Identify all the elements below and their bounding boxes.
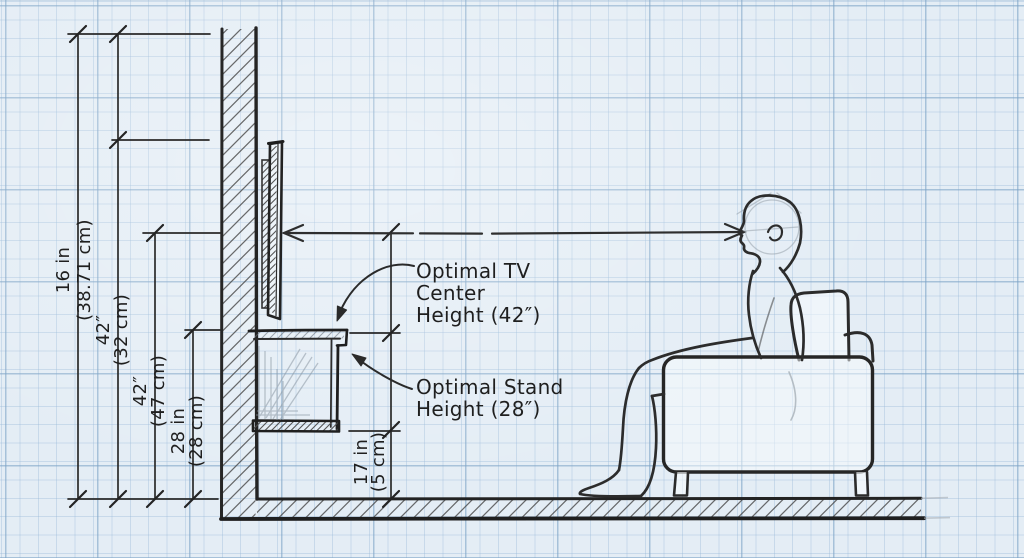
- leader-tv-center-arrowhead: [336, 305, 348, 322]
- sofa: [661, 289, 875, 497]
- dim-label-stand-top-value: 28 in: [168, 408, 189, 455]
- stand-bottom-shelf: [251, 419, 341, 433]
- shin: [617, 366, 641, 472]
- wall-mounted-tv: [261, 140, 285, 321]
- arrowhead-left: [281, 223, 305, 243]
- dim-label-clearance-metric: (5 cm): [368, 432, 389, 492]
- dimension-tick-marks: [68, 24, 401, 509]
- tv-stand: [247, 328, 349, 433]
- eye-level-arrow: [281, 222, 747, 243]
- arm-hint: [757, 297, 775, 353]
- foot: [578, 468, 643, 498]
- wall-hatching: [222, 29, 256, 519]
- annotation-tv-center-line1: Optimal TV: [416, 259, 530, 283]
- sofa-backrest: [843, 331, 875, 363]
- chest-front: [746, 269, 763, 360]
- sofa-leg-front: [672, 470, 690, 497]
- sofa-body: [661, 355, 875, 474]
- dim-label-wall-height-metric: (38.71 cm): [74, 219, 95, 321]
- ear: [766, 224, 784, 242]
- stand-front-panel: [335, 344, 340, 431]
- seated-person: [578, 192, 805, 498]
- dim-label-eye-level-metric: (47 cm): [148, 355, 169, 427]
- dim-label-clearance-value: 17 in: [351, 439, 372, 486]
- floor-hatching: [257, 499, 921, 519]
- leader-tv-center: [339, 263, 415, 313]
- dim-label-stand-top-metric: (28 cm): [186, 395, 207, 467]
- sofa-leg-back: [853, 470, 870, 497]
- leader-stand-arrowhead: [351, 353, 367, 367]
- head-profile: [738, 194, 803, 276]
- leader-stand: [356, 357, 413, 390]
- dim-label-tv-top-metric: (32 cm): [111, 294, 132, 366]
- calf-back: [639, 394, 658, 498]
- thigh-underside: [650, 392, 666, 398]
- stand-interior-shading: [256, 346, 319, 421]
- annotation-tv-center-line3: Height (42″): [416, 303, 541, 327]
- neck-and-back: [778, 266, 805, 362]
- annotation-labels: Optimal TV Center Height (42″) Optimal S…: [416, 259, 564, 421]
- floor-section: [219, 496, 951, 521]
- leader-arrows: [336, 263, 415, 390]
- dim-label-eye-level-value: 42″: [130, 376, 151, 407]
- stand-top-shading: [254, 331, 344, 339]
- thigh: [637, 336, 754, 370]
- annotation-stand-line2: Height (28″): [416, 397, 541, 421]
- arrowhead-right: [723, 222, 747, 242]
- dim-label-tv-top-value: 42″: [93, 315, 114, 346]
- sofa-seat-crease: [788, 371, 797, 421]
- dimension-labels: 16 in (38.71 cm) 42″ (32 cm) 42″ (47 cm)…: [53, 219, 389, 492]
- annotation-tv-center-line2: Center: [416, 281, 486, 305]
- tv-screen-shading: [269, 146, 277, 314]
- annotation-stand-line1: Optimal Stand: [416, 375, 564, 399]
- sofa-back-cushion: [789, 289, 851, 362]
- dim-label-wall-height-value: 16 in: [53, 247, 74, 294]
- wall-section: [220, 26, 259, 521]
